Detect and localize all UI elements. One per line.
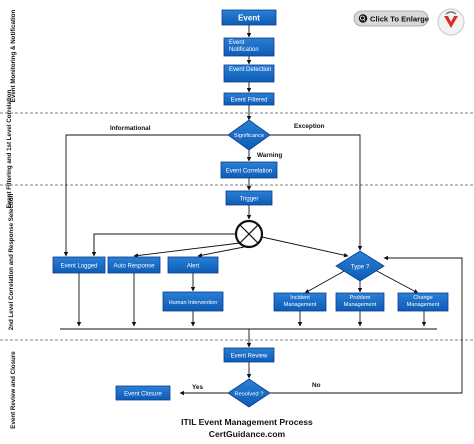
- event-notification-label: Event Notification: [229, 40, 259, 53]
- event-correlation-label: Event Correlation: [226, 169, 272, 175]
- edge-to-auto-response: [133, 242, 241, 258]
- resolved-label: Resolved ?: [234, 392, 264, 398]
- human-intervention-label: Human Intervention: [169, 300, 218, 306]
- change-management-box: Change Management: [397, 292, 449, 312]
- event-closure-box: Event Closure: [115, 385, 171, 401]
- alert-box: Alert: [167, 256, 219, 274]
- click-to-enlarge-label: Click To Enlarge: [370, 14, 429, 23]
- auto-response-box: Auto Response: [107, 256, 161, 274]
- event-detection-label: Event Detection: [229, 67, 272, 73]
- event-correlation-box: Event Correlation: [220, 161, 278, 179]
- problem-management-label: Problem Management: [343, 295, 377, 308]
- click-to-enlarge-button[interactable]: Click To Enlarge: [353, 10, 429, 27]
- connectors: [60, 25, 463, 396]
- edge-type-incident: [304, 269, 347, 294]
- certguidance-logo-icon: [437, 8, 465, 36]
- problem-management-box: Problem Management: [335, 292, 385, 312]
- decision-circle: [234, 219, 264, 249]
- lane-label-review: Event Review and Closure: [10, 351, 17, 429]
- event-label: Event: [238, 14, 260, 23]
- alert-label: Alert: [187, 264, 200, 270]
- no-label: No: [312, 382, 321, 389]
- trigger-box: Trigger: [225, 190, 273, 206]
- lane-dividers: [0, 112, 474, 341]
- change-management-label: Change Management: [406, 295, 440, 308]
- yes-label: Yes: [192, 384, 203, 391]
- event-closure-label: Event Closure: [124, 392, 162, 398]
- event-filtered-box: Event Filtered: [223, 92, 275, 106]
- resolved-diamond: Resolved ?: [227, 378, 271, 408]
- event-logged-box: Event Logged: [52, 256, 106, 274]
- diagram-title: ITIL Event Management Process: [181, 417, 313, 427]
- human-intervention-box: Human Intervention: [162, 291, 224, 312]
- incident-management-box: Incident Management: [273, 292, 327, 312]
- lane-label-filtering-text: Event Filtering and 1st Level Correlatio…: [6, 89, 13, 208]
- type-label: Type ?: [351, 264, 370, 271]
- event-logged-label: Event Logged: [60, 264, 97, 270]
- exception-label: Exception: [294, 123, 325, 130]
- event-review-box: Event Review: [223, 347, 275, 363]
- event-review-label: Event Review: [231, 354, 268, 360]
- edge-no: [268, 255, 463, 394]
- lane-label-monitoring: Event Monitoring & Notification: [10, 10, 17, 103]
- lane-label-correlation: 2nd Level Correlation and Response Selec…: [8, 194, 15, 331]
- diagram-source: CertGuidance.com: [209, 429, 286, 439]
- informational-label: Informational: [110, 125, 151, 132]
- warning-label: Warning: [257, 152, 282, 159]
- auto-response-label: Auto Response: [113, 264, 155, 270]
- event-filtered-label: Event Filtered: [230, 98, 267, 104]
- edge-to-alert: [197, 246, 245, 258]
- significance-diamond: Significance: [227, 119, 271, 151]
- event-notification-box: Event Notification: [223, 37, 275, 57]
- lane-label-filtering: Event Filtering and 1st Level Correlatio…: [6, 89, 13, 208]
- edge-informational: [63, 134, 230, 257]
- edge-to-type: [261, 236, 349, 258]
- type-diamond: Type ?: [335, 250, 385, 282]
- edge-exception: [268, 134, 363, 251]
- significance-label: Significance: [234, 133, 264, 139]
- event-detection-box: Event Detection: [223, 64, 275, 83]
- edge-type-change: [374, 269, 419, 294]
- event-box: Event: [221, 9, 277, 26]
- trigger-label: Trigger: [240, 197, 259, 203]
- incident-management-label: Incident Management: [283, 295, 317, 308]
